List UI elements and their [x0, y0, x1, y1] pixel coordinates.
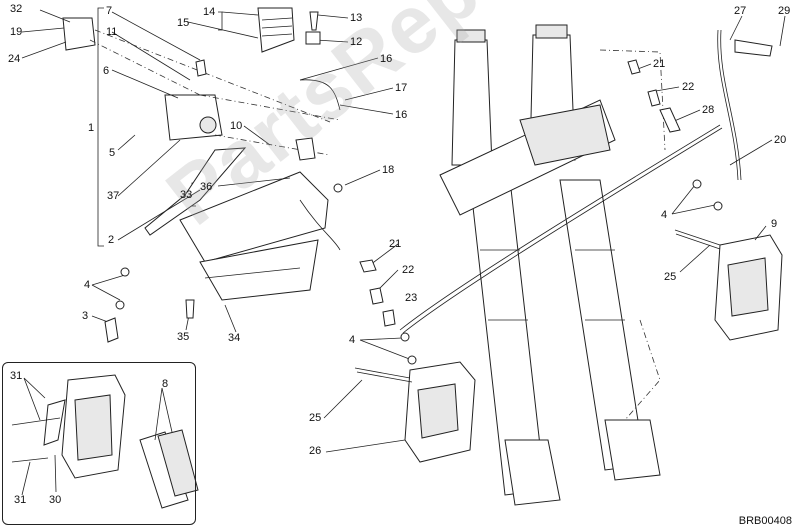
callout-28: 28 — [702, 104, 715, 116]
callout-30: 30 — [49, 494, 62, 506]
fluid-reservoir — [257, 7, 295, 53]
callout-26: 26 — [309, 445, 322, 457]
callout-27: 27 — [734, 5, 747, 17]
front-fork-right — [529, 24, 661, 481]
callout-31-bottom: 31 — [14, 494, 27, 506]
callout-22-right: 22 — [682, 81, 695, 93]
callout-20: 20 — [774, 134, 787, 146]
callout-32: 32 — [10, 3, 23, 15]
inset-brake-pads — [139, 429, 199, 509]
callout-21-right: 21 — [653, 58, 666, 70]
callout-9: 9 — [771, 218, 778, 230]
reservoir-clamp — [62, 17, 96, 51]
callout-25-right: 25 — [664, 271, 677, 283]
callout-35: 35 — [177, 331, 190, 343]
callout-23: 23 — [405, 292, 418, 304]
callout-7: 7 — [106, 5, 113, 17]
triple-clamp — [439, 99, 616, 216]
brake-hose-center — [299, 79, 341, 251]
callout-3: 3 — [82, 310, 89, 322]
callout-18: 18 — [382, 164, 395, 176]
callout-33: 33 — [180, 189, 193, 201]
callout-31-top: 31 — [10, 370, 23, 382]
brake-master-cylinder — [144, 94, 247, 236]
group-bracket-14 — [218, 11, 223, 31]
fairing-cover — [179, 171, 329, 301]
small-hardware — [104, 11, 773, 365]
callout-22-center: 22 — [402, 264, 415, 276]
callout-13: 13 — [350, 12, 363, 24]
callout-17: 17 — [395, 82, 408, 94]
assembly-lines — [89, 29, 666, 421]
drawing-code: BRB00408 — [738, 515, 792, 527]
callout-14: 14 — [203, 6, 216, 18]
callout-12: 12 — [350, 36, 363, 48]
inset-pins — [11, 417, 61, 463]
caliper-left — [404, 361, 476, 463]
callout-4-left: 4 — [84, 279, 91, 291]
callout-34: 34 — [228, 332, 241, 344]
callout-11: 11 — [106, 26, 118, 38]
callout-5: 5 — [109, 147, 116, 159]
callout-36: 36 — [200, 181, 213, 193]
leader-lines — [21, 9, 786, 496]
group-bracket-1 — [97, 7, 104, 247]
caliper-bolts — [354, 229, 721, 383]
callout-15: 15 — [177, 17, 190, 29]
callout-6: 6 — [103, 65, 110, 77]
brake-pipe — [399, 124, 723, 334]
callout-37: 37 — [107, 190, 120, 202]
inset-frame — [2, 362, 196, 525]
callout-16-top: 16 — [380, 53, 393, 65]
callout-29: 29 — [778, 5, 791, 17]
callout-4-center: 4 — [349, 334, 356, 346]
callout-4-right: 4 — [661, 209, 668, 221]
callout-10: 10 — [230, 120, 243, 132]
callout-2: 2 — [108, 234, 115, 246]
inset-caliper — [61, 374, 126, 479]
callout-24: 24 — [8, 53, 21, 65]
callout-25-left: 25 — [309, 412, 322, 424]
callout-16-bottom: 16 — [395, 109, 408, 121]
callout-8: 8 — [162, 378, 169, 390]
callout-19: 19 — [10, 26, 23, 38]
brake-hose-right — [717, 29, 742, 181]
callout-21-center: 21 — [389, 238, 402, 250]
callout-1: 1 — [88, 122, 95, 134]
inset-pad-spring — [43, 399, 66, 446]
caliper-right — [714, 234, 783, 341]
